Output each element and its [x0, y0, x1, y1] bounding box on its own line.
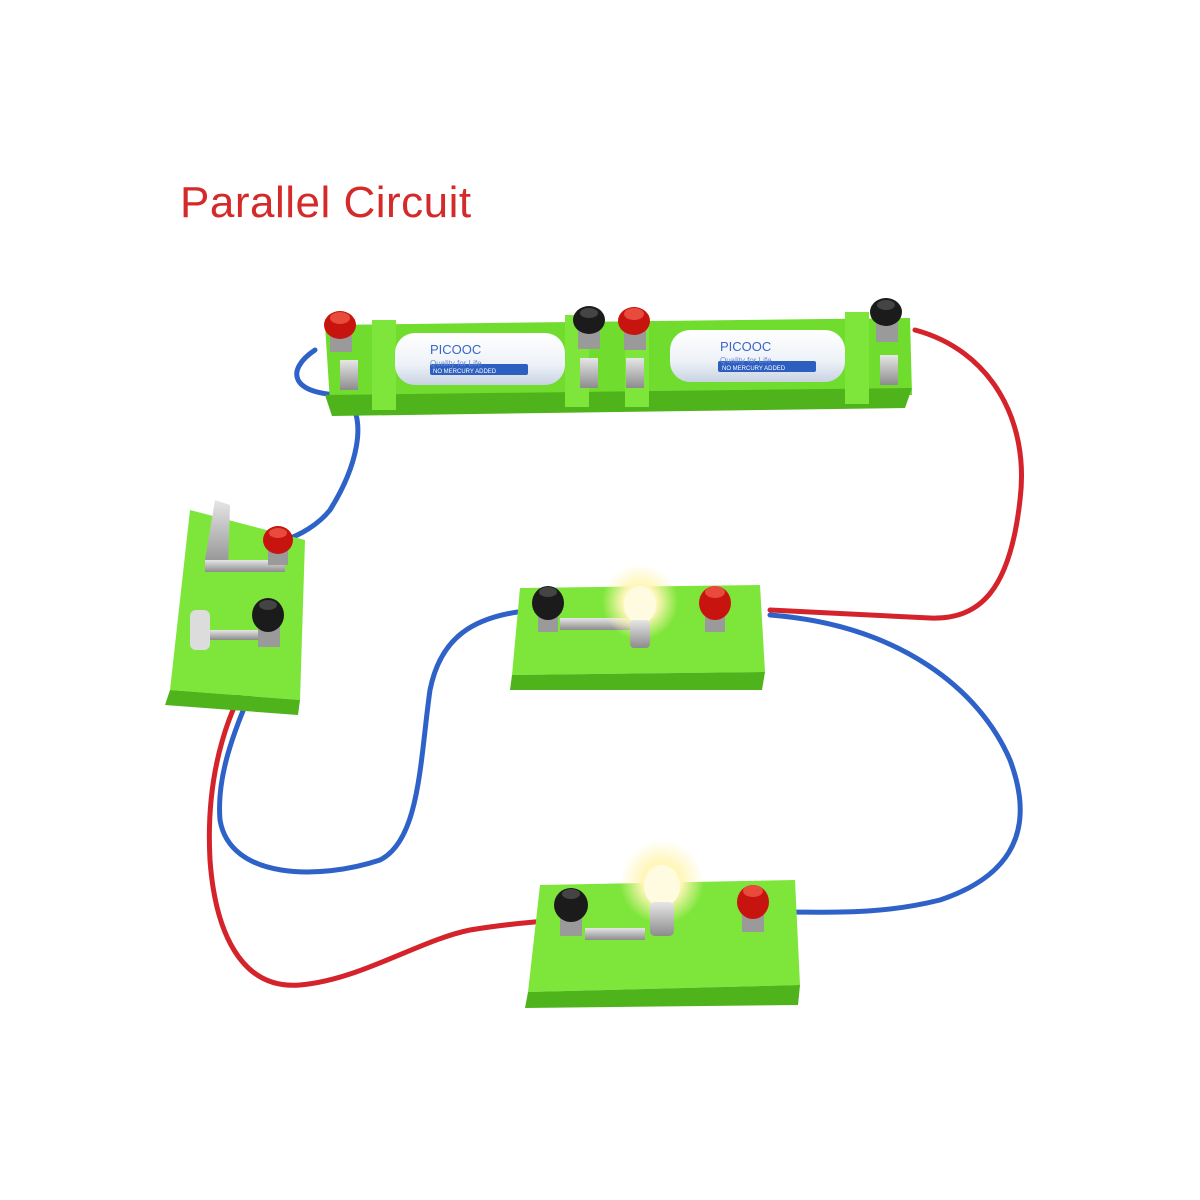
blue-wire-switch-to-lamp1: [217, 607, 538, 875]
switch-terminal-black: [252, 598, 284, 647]
battery-terminal-red-1: [324, 311, 356, 352]
svg-text:PICOOC: PICOOC: [720, 339, 771, 354]
battery-holder: PICOOC Quality for Life NO MERCURY ADDED…: [324, 298, 912, 416]
battery-terminal-black-2: [870, 298, 902, 342]
red-wire-battery-to-lamp1: [767, 327, 1024, 621]
lamp-1-terminal-black: [532, 586, 564, 632]
svg-text:NO MERCURY ADDED: NO MERCURY ADDED: [433, 369, 497, 375]
svg-text:Quality for Life: Quality for Life: [720, 356, 772, 365]
lamp-1-bulb: [602, 564, 678, 648]
blue-wire-battery-to-switch: [282, 347, 361, 543]
lamp-1-terminal-red: [699, 586, 731, 632]
blue-wire-lamp1-to-lamp2: [767, 612, 1023, 915]
lamp-board-2: [525, 840, 800, 1008]
lamp-2-terminal-black: [554, 888, 588, 936]
switch-lever: [205, 500, 230, 570]
svg-text:PICOOC: PICOOC: [430, 342, 481, 357]
battery-terminal-red-2: [618, 307, 650, 350]
page-title: Parallel Circuit: [180, 178, 472, 227]
battery-cell-1: PICOOC Quality for Life NO MERCURY ADDED: [395, 333, 565, 385]
svg-text:NO MERCURY ADDED: NO MERCURY ADDED: [722, 366, 786, 372]
switch-terminal-red: [263, 526, 293, 565]
switch-board: [165, 500, 305, 715]
svg-text:Quality for Life: Quality for Life: [430, 359, 482, 368]
battery-terminal-black-1: [573, 306, 605, 349]
lamp-2-terminal-red: [737, 885, 769, 932]
lamp-2-bulb: [620, 840, 704, 936]
wires: [206, 327, 1024, 988]
lamp-board-1: [510, 564, 765, 690]
battery-cell-2: PICOOC Quality for Life NO MERCURY ADDED: [670, 330, 845, 382]
red-wire-switch-to-lamp2: [206, 657, 563, 988]
